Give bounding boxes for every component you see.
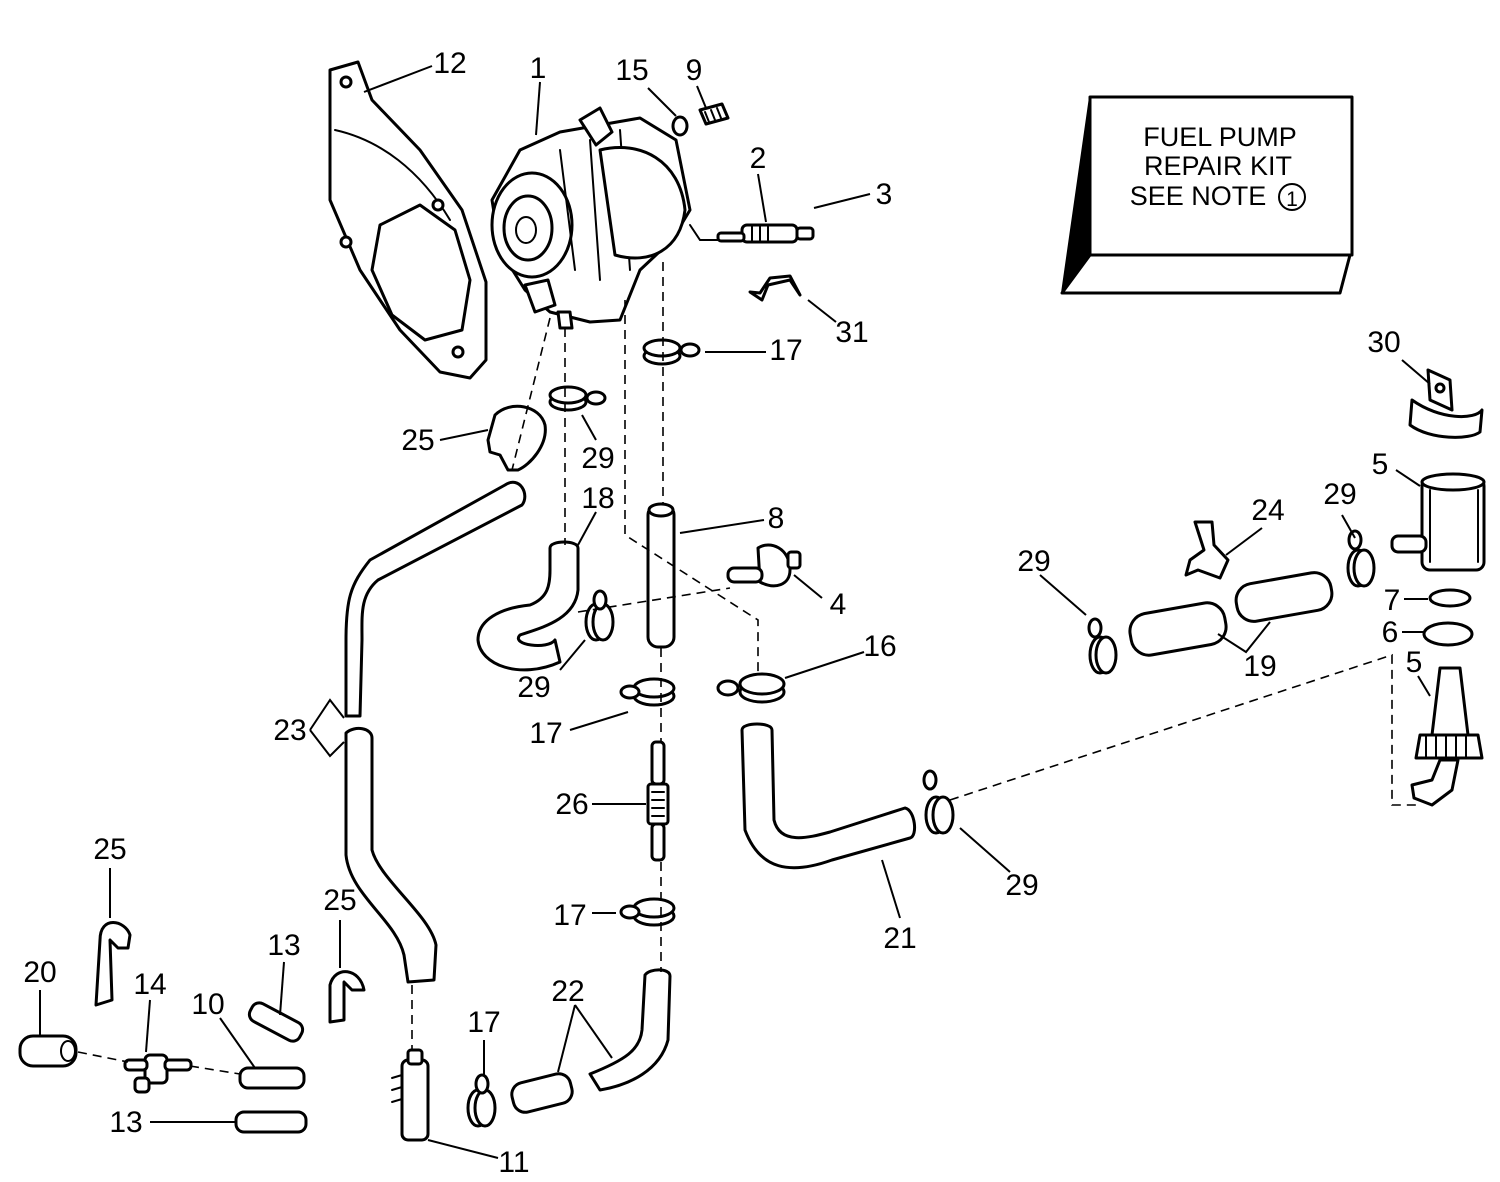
callout-16: 16: [863, 630, 896, 663]
elbow-25-left: [94, 921, 132, 1007]
callout-18: 18: [581, 482, 614, 515]
callout-3: 3: [876, 178, 893, 211]
callout-13-lower: 13: [109, 1106, 142, 1139]
elbow-hose-18: [476, 540, 580, 672]
bracket-plate: [328, 60, 488, 380]
note-number: 1: [1286, 188, 1298, 211]
clamp-29-hose19-left: [1087, 617, 1118, 675]
callout-21: 21: [883, 922, 916, 955]
check-valve-4: [726, 543, 802, 588]
kit-line-3: SEE NOTE: [1130, 181, 1267, 211]
callout-5-top: 5: [1372, 448, 1389, 481]
hose-13-upper: [247, 1001, 305, 1043]
clamp-29-middle: [584, 589, 615, 642]
callout-17-top: 17: [769, 334, 802, 367]
note-circle: [1278, 183, 1306, 211]
callout-7: 7: [1384, 584, 1401, 617]
callout-25-left: 25: [93, 833, 126, 866]
callout-25-top: 25: [401, 424, 434, 457]
clamp-17-middle: [619, 677, 676, 707]
clip-24: [1184, 520, 1230, 580]
callout-29-upper: 29: [581, 442, 614, 475]
callout-19: 19: [1243, 650, 1276, 683]
hose-23-upper: [344, 481, 527, 718]
leader-lines: [39, 65, 1431, 1159]
hose-23-lower: [344, 726, 438, 984]
callout-23: 23: [273, 714, 306, 747]
callout-20: 20: [23, 956, 56, 989]
hose-19: [1128, 571, 1334, 657]
callout-17-bottom: 17: [467, 1006, 500, 1039]
callout-24: 24: [1251, 494, 1284, 527]
elbow-25-top: [486, 404, 547, 472]
hose-13-lower: [234, 1110, 308, 1134]
callout-25-right: 25: [323, 884, 356, 917]
clamp-29-upper: [548, 385, 607, 412]
clip-31: [748, 274, 802, 302]
callout-13-upper: 13: [267, 929, 300, 962]
callout-11: 11: [498, 1146, 529, 1179]
cap-20: [18, 1034, 78, 1068]
fuel-pump-body: [490, 106, 723, 330]
callout-10: 10: [191, 988, 224, 1021]
clamp-29-right: [922, 769, 955, 835]
callout-26: 26: [555, 788, 588, 821]
callout-4: 4: [830, 588, 847, 621]
screw-9: [698, 102, 730, 126]
callout-numbers: 1 2 3 4 5 5 6 7 8 9 10 11 12 13 13 14 15…: [23, 47, 1422, 1179]
callout-29-hose19-left: 29: [1017, 545, 1050, 578]
hose-22: [510, 968, 672, 1114]
repair-kit-box: FUEL PUMP REPAIR KIT SEE NOTE 1: [1060, 95, 1354, 295]
fitting-11: [391, 1048, 430, 1142]
clamp-29-hose19-right: [1346, 529, 1376, 588]
clamp-30: [1408, 368, 1484, 439]
callout-31: 31: [835, 316, 868, 349]
clamp-17-lower: [619, 897, 676, 927]
tee-connector-14: [123, 1053, 193, 1094]
kit-line-2: REPAIR KIT: [1144, 151, 1292, 181]
clamp-17-top: [642, 338, 701, 366]
callout-2: 2: [750, 142, 767, 175]
callout-8: 8: [768, 502, 785, 535]
callout-17-middle: 17: [529, 717, 562, 750]
callout-5-bottom: 5: [1406, 646, 1423, 679]
callout-1: 1: [530, 52, 547, 85]
clamp-17-bottom: [466, 1073, 497, 1128]
callout-15: 15: [615, 54, 648, 87]
callout-9: 9: [686, 54, 703, 87]
clamp-16: [716, 672, 786, 704]
assembly-lines: [77, 262, 1418, 1075]
gasket-6: [1422, 621, 1474, 647]
callout-6: 6: [1382, 616, 1399, 649]
callout-30: 30: [1367, 326, 1400, 359]
callout-29-hose19-right: 29: [1323, 478, 1356, 511]
washer-15: [671, 115, 689, 137]
filter-element-5: [1410, 666, 1484, 807]
tube-8: [646, 503, 676, 649]
callout-12: 12: [433, 47, 466, 80]
callout-29-right: 29: [1005, 869, 1038, 902]
callout-29-middle: 29: [517, 671, 550, 704]
inline-filter-26: [646, 740, 670, 862]
elbow-25-right: [328, 970, 366, 1024]
hose-21: [740, 722, 917, 870]
kit-line-1: FUEL PUMP: [1143, 122, 1297, 152]
hose-10: [238, 1066, 306, 1090]
primer-fitting: [716, 223, 815, 244]
gasket-7: [1428, 588, 1472, 608]
callout-17-lower: 17: [553, 899, 586, 932]
fuel-filter-5: [1390, 472, 1486, 572]
callout-14: 14: [133, 968, 166, 1001]
callout-22: 22: [551, 975, 584, 1008]
